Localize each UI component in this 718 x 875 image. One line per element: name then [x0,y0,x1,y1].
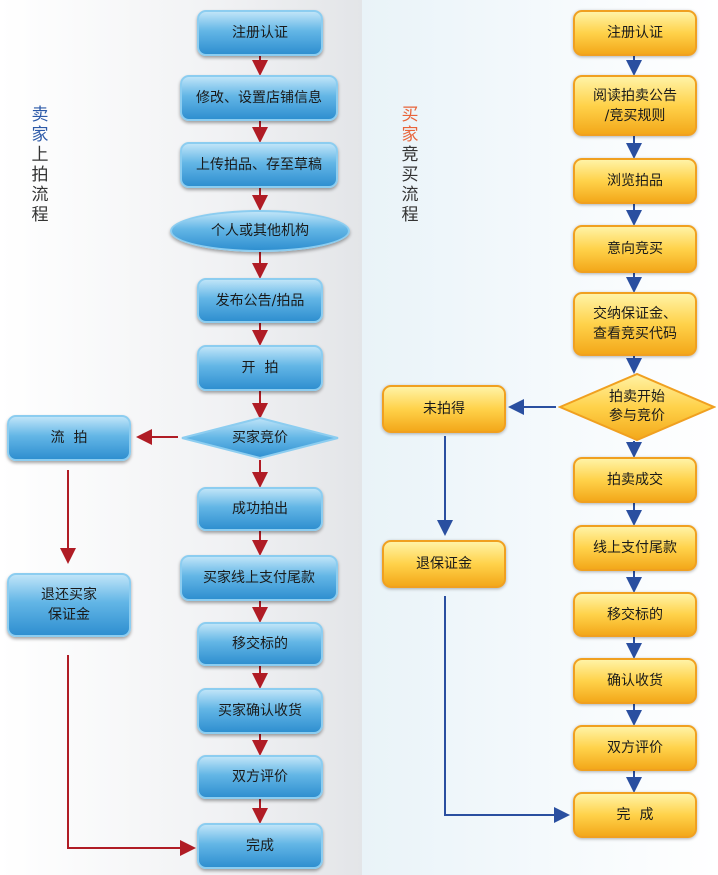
buyer-step-confirm: 确认收货 [573,658,697,704]
seller-title-rest: 上拍流程 [31,145,49,225]
buyer-step-review: 双方评价 [573,725,697,771]
buyer-flow-title: 买家竞买流程 [400,105,420,225]
seller-step-entity-type: 个人或其他机构 [170,210,350,252]
seller-step-buyer-pays: 买家线上支付尾款 [180,555,338,601]
seller-step-transfer: 移交标的 [197,622,323,666]
buyer-arrows [437,56,642,823]
buyer-step-transfer: 移交标的 [573,592,697,637]
seller-step-publish: 发布公告/拍品 [197,278,323,323]
seller-step-review: 双方评价 [197,755,323,799]
buyer-step-pay-deposit: 交纳保证金、 查看竞买代码 [573,292,697,356]
buyer-branch-not-won: 未拍得 [382,385,506,433]
seller-flow-title: 卖家上拍流程 [30,105,50,225]
buyer-branch-refund-deposit: 退保证金 [382,540,506,588]
buyer-step-deal: 拍卖成交 [573,457,697,503]
seller-step-register: 注册认证 [197,10,323,56]
buyer-step-register: 注册认证 [573,10,697,56]
seller-step-shop-settings: 修改、设置店铺信息 [180,75,338,121]
seller-branch-unsold: 流 拍 [7,415,131,461]
seller-step-complete: 完成 [197,823,323,869]
buyer-step-complete: 完 成 [573,792,697,838]
buyer-step-browse: 浏览拍品 [573,158,697,204]
seller-step-start-auction: 开 拍 [197,345,323,391]
buyer-decision-label: 拍卖开始 参与竞价 [609,389,665,424]
buyer-decision-bidding: 拍卖开始 参与竞价 [558,372,716,442]
seller-branch-refund-deposit: 退还买家 保证金 [7,573,131,637]
buyer-step-read-rules: 阅读拍卖公告 /竞买规则 [573,75,697,136]
seller-decision-label: 买家竞价 [232,429,288,446]
seller-decision-bidding: 买家竞价 [180,417,340,459]
seller-step-upload-items: 上传拍品、存至草稿 [180,142,338,188]
seller-title-highlight: 卖家 [31,105,49,145]
seller-arrows [60,56,268,856]
buyer-step-pay-balance: 线上支付尾款 [573,525,697,571]
seller-step-buyer-confirms: 买家确认收货 [197,688,323,734]
buyer-title-highlight: 买家 [401,105,419,145]
buyer-title-rest: 竞买流程 [401,145,419,225]
buyer-step-intent: 意向竞买 [573,225,697,273]
seller-step-sold: 成功拍出 [197,487,323,531]
